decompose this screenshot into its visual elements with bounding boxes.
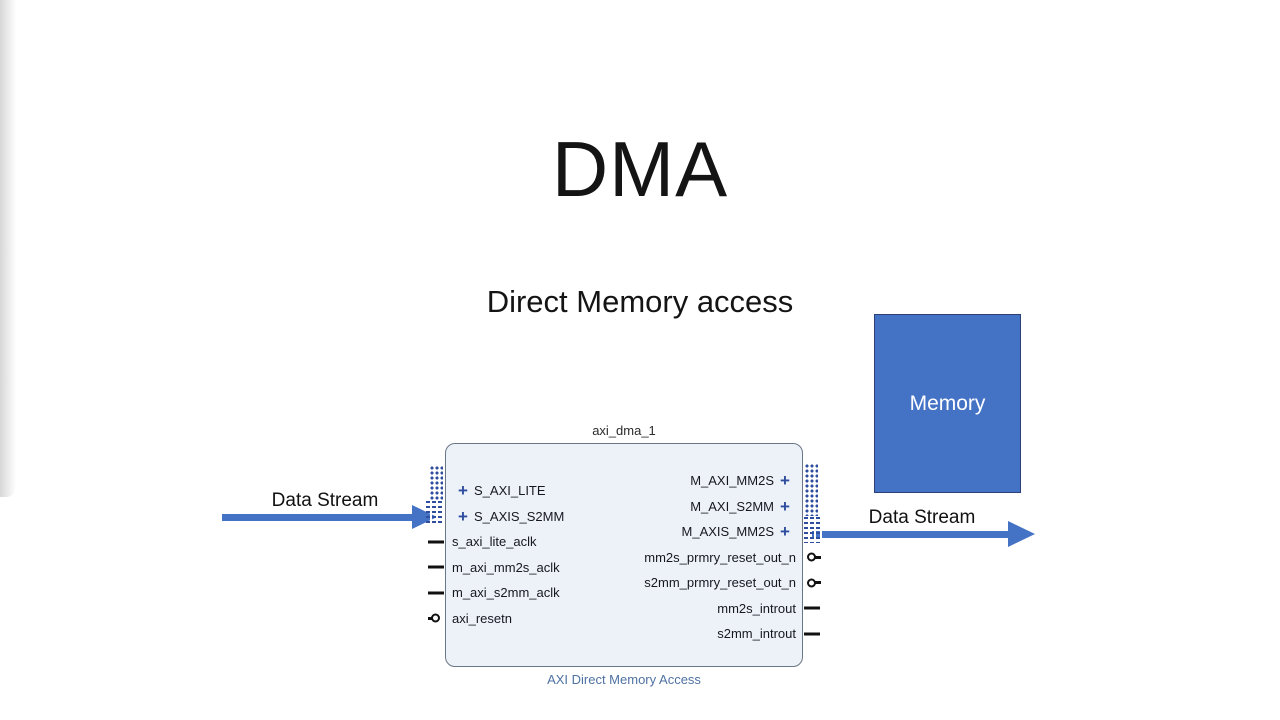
port-label: M_AXI_MM2S (690, 473, 774, 489)
port-label: mm2s_introut (717, 600, 796, 616)
data-stream-right-arrow-line (812, 531, 1009, 538)
page-title: DMA (551, 125, 729, 213)
ip-instance-name: axi_dma_1 (592, 423, 656, 438)
axi-dma-ip-block: axi_dma_1 AXI Direct Memory Access + S_A… (426, 423, 822, 687)
port-row: s2mm_prmry_reset_out_n (557, 570, 816, 596)
port-row: mm2s_introut (557, 596, 820, 622)
port-row: s_axi_lite_aclk (428, 529, 671, 555)
expand-port-icon: + (458, 481, 468, 501)
pin-stub-icon (804, 606, 820, 610)
port-label: s_axi_lite_aclk (452, 534, 537, 550)
expand-port-icon: + (780, 496, 790, 516)
port-row: + M_AXI_S2MM (557, 494, 802, 520)
port-label: m_axi_s2mm_aclk (452, 585, 560, 601)
interface-bus-dots-left-icon (430, 466, 443, 500)
port-row: mm2s_prmry_reset_out_n (557, 545, 816, 571)
ip-type-label: AXI Direct Memory Access (547, 672, 701, 687)
port-label: M_AXIS_MM2S (681, 524, 774, 540)
port-row: m_axi_s2mm_aclk (428, 580, 671, 606)
pin-stub-icon (428, 591, 444, 595)
port-row: + S_AXI_LITE (446, 478, 671, 504)
left-port-list: + S_AXI_LITE + S_AXIS_S2MM s_axi_lite_ac… (428, 478, 671, 632)
port-label: s2mm_introut (717, 626, 796, 642)
slide-edge-shadow (0, 0, 16, 497)
port-label: S_AXIS_S2MM (474, 508, 565, 524)
port-label: S_AXI_LITE (474, 483, 546, 499)
pin-stub-icon (431, 613, 440, 623)
memory-block: Memory (874, 314, 1021, 493)
port-row: m_axi_mm2s_aclk (428, 555, 671, 581)
expand-port-icon: + (458, 506, 468, 526)
expand-port-icon: + (780, 522, 790, 542)
data-stream-left-arrow-line (222, 514, 413, 521)
page-subtitle: Direct Memory access (486, 284, 794, 319)
port-label: axi_resetn (452, 610, 512, 626)
port-label: s2mm_prmry_reset_out_n (644, 575, 796, 591)
data-stream-right-arrowhead-icon (1008, 521, 1035, 547)
right-port-list: + M_AXI_MM2S + M_AXI_S2MM + M_AXIS_MM2S (557, 468, 820, 647)
memory-label: Memory (909, 391, 986, 415)
data-stream-left-label: Data Stream (271, 490, 379, 511)
pin-stub-icon (807, 578, 816, 588)
pin-stub-icon (428, 540, 444, 544)
port-label: m_axi_mm2s_aclk (452, 559, 560, 575)
port-row: axi_resetn (431, 606, 671, 632)
data-stream-right-label: Data Stream (868, 507, 976, 528)
expand-port-icon: + (780, 471, 790, 491)
interface-bus-dashes-right-icon (804, 517, 822, 543)
pin-stub-icon (807, 552, 816, 562)
port-label: mm2s_prmry_reset_out_n (644, 549, 796, 565)
port-row: s2mm_introut (557, 621, 820, 647)
port-label: M_AXI_S2MM (690, 498, 774, 514)
port-row: + M_AXIS_MM2S (557, 519, 802, 545)
pin-stub-icon (804, 632, 820, 636)
pin-stub-icon (428, 565, 444, 569)
interface-bus-dashes-left-icon (426, 501, 444, 526)
port-row: + S_AXIS_S2MM (446, 504, 671, 530)
interface-bus-dots-right-icon (805, 464, 818, 516)
port-row: + M_AXI_MM2S (557, 468, 802, 494)
